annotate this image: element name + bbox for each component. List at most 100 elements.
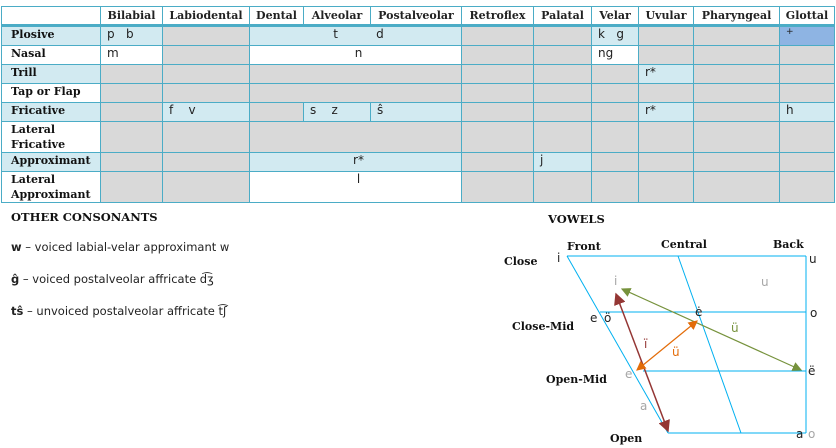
other-item: w – voiced labial-velar approximant w bbox=[11, 240, 229, 254]
row-lateral-approximant: Lateral Approximant l bbox=[1, 171, 835, 203]
cell bbox=[249, 102, 304, 122]
cell bbox=[779, 64, 835, 84]
cell bbox=[591, 83, 639, 103]
description: – voiced postalveolar affricate d͡ʒ bbox=[19, 272, 214, 286]
col-velar: Velar bbox=[591, 6, 639, 26]
row-approximant: Approximant r* j bbox=[1, 152, 835, 172]
col-pharyngeal: Pharyngeal bbox=[693, 6, 780, 26]
col-postalveolar: Postalveolar bbox=[370, 6, 462, 26]
vowel-symbol: e bbox=[590, 311, 598, 325]
cell bbox=[533, 64, 592, 84]
vowel-symbol: ü bbox=[731, 321, 739, 335]
row-label: Trill bbox=[1, 64, 101, 84]
cell: r* bbox=[638, 64, 694, 84]
vowel-symbol: ü bbox=[672, 345, 680, 359]
cell bbox=[638, 152, 694, 172]
other-consonants-title: OTHER CONSONANTS bbox=[11, 210, 158, 224]
cell bbox=[591, 171, 639, 203]
cell bbox=[162, 83, 250, 103]
vowel-symbol: u bbox=[809, 252, 817, 266]
cell bbox=[162, 64, 250, 84]
cell bbox=[591, 102, 639, 122]
cell: r* bbox=[638, 102, 694, 122]
cell: l bbox=[249, 171, 462, 203]
row-plosive: Plosive p b t d k g + bbox=[1, 25, 835, 46]
vowel-symbol: u bbox=[761, 275, 769, 289]
row-open-mid: Open-Mid bbox=[546, 373, 607, 386]
col-uvular: Uvular bbox=[638, 6, 694, 26]
vowel-symbol: ï bbox=[644, 337, 648, 351]
row-trill: Trill r* bbox=[1, 64, 835, 84]
row-label: Nasal bbox=[1, 45, 101, 65]
cell bbox=[533, 121, 592, 153]
other-item: ĝ – voiced postalveolar affricate d͡ʒ bbox=[11, 272, 214, 286]
cell bbox=[693, 83, 780, 103]
col-bilabial: Bilabial bbox=[100, 6, 163, 26]
col-palatal: Palatal bbox=[533, 6, 592, 26]
vowel-symbol: a bbox=[796, 427, 804, 441]
cell bbox=[638, 171, 694, 203]
cell bbox=[100, 83, 163, 103]
row-label: Lateral Approximant bbox=[1, 171, 101, 203]
row-open: Open bbox=[610, 432, 643, 445]
col-back: Back bbox=[773, 238, 804, 251]
vowel-symbol: i bbox=[614, 274, 618, 288]
vowel-symbol: i bbox=[557, 251, 561, 265]
cell bbox=[100, 121, 163, 153]
symbol: w bbox=[11, 240, 22, 254]
cell bbox=[638, 83, 694, 103]
symbol: tŝ bbox=[11, 304, 24, 318]
row-label: Fricative bbox=[1, 102, 101, 122]
orange-arrow bbox=[636, 320, 698, 371]
vowel-symbol: e bbox=[625, 367, 633, 381]
cell bbox=[100, 64, 163, 84]
cell bbox=[461, 25, 534, 46]
col-glottal: Glottal bbox=[779, 6, 835, 26]
cell bbox=[693, 25, 780, 46]
cell bbox=[638, 121, 694, 153]
cell bbox=[100, 102, 163, 122]
cell: j bbox=[533, 152, 592, 172]
col-alveolar: Alveolar bbox=[303, 6, 371, 26]
green-arrow bbox=[620, 288, 803, 371]
cell bbox=[591, 64, 639, 84]
cell: r* bbox=[249, 152, 462, 172]
cell bbox=[249, 64, 462, 84]
row-close: Close bbox=[504, 255, 538, 268]
row-label: Lateral Fricative bbox=[1, 121, 101, 153]
cell bbox=[693, 171, 780, 203]
vowel-symbol: a bbox=[640, 399, 648, 413]
vowel-symbol: ë bbox=[808, 364, 816, 378]
row-close-mid: Close-Mid bbox=[512, 320, 575, 333]
cell bbox=[461, 83, 534, 103]
cell bbox=[100, 171, 163, 203]
consonant-table: Bilabial Labiodental Dental Alveolar Pos… bbox=[1, 6, 835, 203]
vowel-grid bbox=[566, 255, 807, 434]
cell bbox=[249, 121, 462, 153]
vowel-symbol: ė bbox=[695, 305, 703, 319]
cell bbox=[533, 83, 592, 103]
col-front: Front bbox=[567, 240, 601, 253]
col-central: Central bbox=[661, 238, 707, 251]
row-tap: Tap or Flap bbox=[1, 83, 835, 103]
corner-cell bbox=[1, 6, 101, 26]
cell bbox=[779, 171, 835, 203]
row-nasal: Nasal m n ng bbox=[1, 45, 835, 65]
vowel-symbol: o bbox=[810, 306, 818, 320]
cell bbox=[779, 83, 835, 103]
vowel-symbol: ö bbox=[604, 311, 612, 325]
row-fricative: Fricative f v s z ŝ r* h bbox=[1, 102, 835, 122]
cell bbox=[533, 171, 592, 203]
other-item: tŝ – unvoiced postalveolar affricate t͡ʃ bbox=[11, 304, 227, 318]
vowel-symbol: o bbox=[808, 427, 816, 441]
cell bbox=[779, 152, 835, 172]
cell bbox=[461, 171, 534, 203]
cell bbox=[162, 45, 250, 65]
description: – unvoiced postalveolar affricate t͡ʃ bbox=[23, 304, 227, 318]
cell bbox=[779, 121, 835, 153]
cell bbox=[533, 45, 592, 65]
cell bbox=[162, 171, 250, 203]
cell: + bbox=[779, 25, 835, 46]
row-lateral-fricative: Lateral Fricative bbox=[1, 121, 835, 153]
